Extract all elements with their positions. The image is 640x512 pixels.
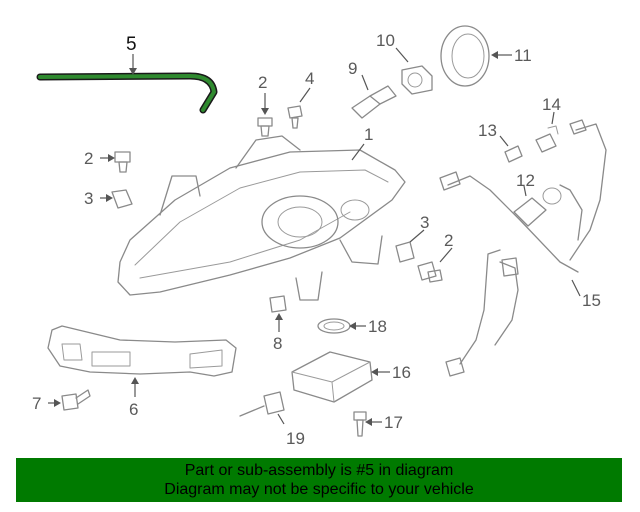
label-part-6[interactable]: 6	[129, 400, 138, 419]
label-part-7[interactable]: 7	[32, 394, 41, 413]
part-2-bolt-right[interactable]	[417, 261, 443, 283]
leader-12	[523, 185, 527, 197]
part-4-clip[interactable]	[287, 105, 303, 129]
part-2-bolt-left[interactable]	[114, 151, 131, 173]
label-part-15[interactable]: 15	[582, 291, 601, 310]
arrow-11	[491, 51, 498, 59]
arrow-7	[54, 399, 61, 407]
label-part-11[interactable]: 11	[514, 46, 532, 65]
label-part-18[interactable]: 18	[368, 317, 387, 336]
leader-14	[551, 111, 555, 125]
arrow-5	[129, 68, 137, 75]
part-9-bulb[interactable]	[351, 85, 397, 119]
leader-13	[499, 135, 509, 147]
arrow-3a	[106, 194, 113, 202]
label-part-1[interactable]: 1	[364, 125, 373, 144]
part-12-bulb-large[interactable]	[513, 187, 562, 227]
leader-9	[361, 74, 369, 91]
label-part-2c[interactable]: 2	[444, 231, 453, 250]
leader-19	[277, 413, 285, 425]
arrow-6	[131, 377, 139, 384]
leader-4	[299, 87, 311, 103]
leader-2c	[439, 247, 453, 263]
leader-3b	[409, 229, 425, 243]
label-part-17[interactable]: 17	[384, 413, 403, 432]
label-part-4[interactable]: 4	[305, 69, 314, 88]
arrow-18	[349, 322, 356, 330]
part-13-bulb-small[interactable]	[504, 145, 523, 163]
part-10-socket[interactable]	[401, 65, 433, 95]
banner-line-1: Part or sub-assembly is #5 in diagram	[184, 462, 454, 479]
part-3-nut-left[interactable]	[111, 189, 133, 209]
part-5-trim-strip[interactable]	[36, 72, 218, 114]
part-17-screw[interactable]	[353, 411, 367, 437]
label-part-16[interactable]: 16	[392, 363, 411, 382]
arrow-2a	[261, 108, 269, 115]
label-part-2a[interactable]: 2	[258, 73, 267, 92]
arrow-16	[371, 368, 378, 376]
part-7-screw[interactable]	[61, 389, 91, 411]
banner-line-2: Diagram may not be specific to your vehi…	[164, 481, 474, 498]
part-18-ring[interactable]	[317, 318, 351, 334]
part-19-connector[interactable]	[239, 391, 285, 417]
part-2-bolt-upper[interactable]	[257, 117, 273, 137]
label-part-3b[interactable]: 3	[420, 213, 429, 232]
part-14-bulb-socket[interactable]	[535, 125, 559, 153]
label-part-10[interactable]: 10	[376, 31, 395, 50]
info-banner: Part or sub-assembly is #5 in diagram Di…	[16, 458, 622, 502]
leader-15	[571, 279, 581, 297]
label-part-5[interactable]: 5	[126, 34, 137, 55]
leader-1	[351, 143, 365, 161]
part-11-cap[interactable]	[440, 25, 490, 87]
part-15-wiring-harness[interactable]	[439, 119, 607, 377]
label-part-2b[interactable]: 2	[84, 149, 93, 168]
label-part-19[interactable]: 19	[286, 429, 305, 448]
part-1-headlamp-assembly[interactable]	[117, 135, 406, 301]
label-part-13[interactable]: 13	[478, 121, 497, 140]
part-6-lower-bracket[interactable]	[47, 325, 237, 377]
arrow-17	[365, 418, 372, 426]
part-16-control-module[interactable]	[291, 351, 373, 403]
part-3-nut-right[interactable]	[395, 241, 415, 263]
label-part-14[interactable]: 14	[542, 95, 561, 114]
arrow-8	[275, 313, 283, 320]
leader-10	[395, 47, 409, 63]
part-8-clip[interactable]	[269, 295, 287, 313]
label-part-12[interactable]: 12	[516, 171, 535, 190]
label-part-8[interactable]: 8	[273, 334, 282, 353]
label-part-9[interactable]: 9	[348, 59, 357, 78]
arrow-2b	[108, 154, 115, 162]
label-part-3a[interactable]: 3	[84, 189, 93, 208]
